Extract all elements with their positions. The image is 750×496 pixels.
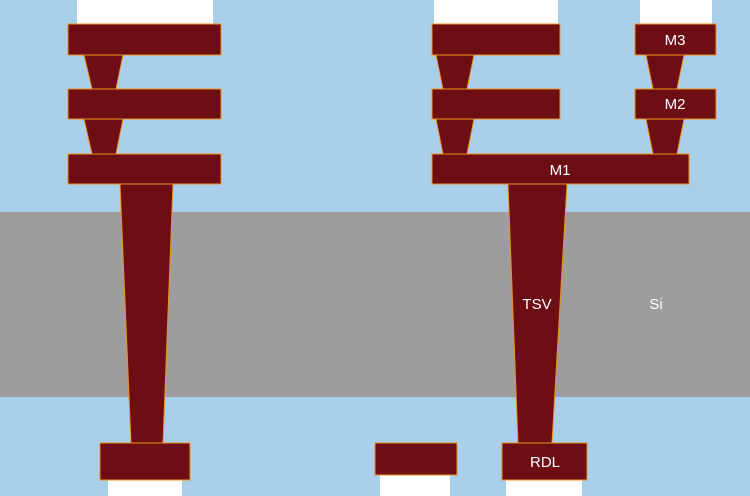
right-via-m2-m1: [645, 118, 685, 155]
middle-via-m3-m2: [435, 54, 475, 90]
left-m3-layer: [67, 23, 222, 56]
left-rdl-pad: [99, 442, 191, 481]
top-pad-opening-left: [77, 0, 213, 24]
isolated-rdl-pad: [374, 442, 458, 476]
label-tsv: TSV: [522, 296, 551, 313]
top-pad-opening-middle: [434, 0, 558, 24]
bottom-pad-opening-right: [506, 480, 582, 496]
right-m2-layer: [634, 88, 717, 120]
middle-m2-layer: [431, 88, 561, 120]
shared-m1-layer: [431, 153, 690, 185]
middle-m3-layer: [431, 23, 561, 56]
top-pad-opening-right: [640, 0, 712, 24]
right-m3-layer: [634, 23, 717, 56]
silicon-substrate: [0, 212, 750, 397]
bottom-pad-opening-middle: [380, 475, 450, 496]
label-si: Si: [649, 296, 662, 313]
label-rdl: RDL: [530, 454, 560, 471]
label-m1: M1: [550, 162, 571, 179]
label-m3: M3: [665, 32, 686, 49]
label-m2: M2: [665, 96, 686, 113]
bottom-pad-opening-left: [108, 480, 182, 496]
right-via-m3-m2: [645, 54, 685, 90]
left-m1-layer: [67, 153, 222, 185]
middle-rdl-pad: [501, 442, 588, 481]
middle-via-m2-m1: [435, 118, 475, 155]
left-m2-layer: [67, 88, 222, 120]
